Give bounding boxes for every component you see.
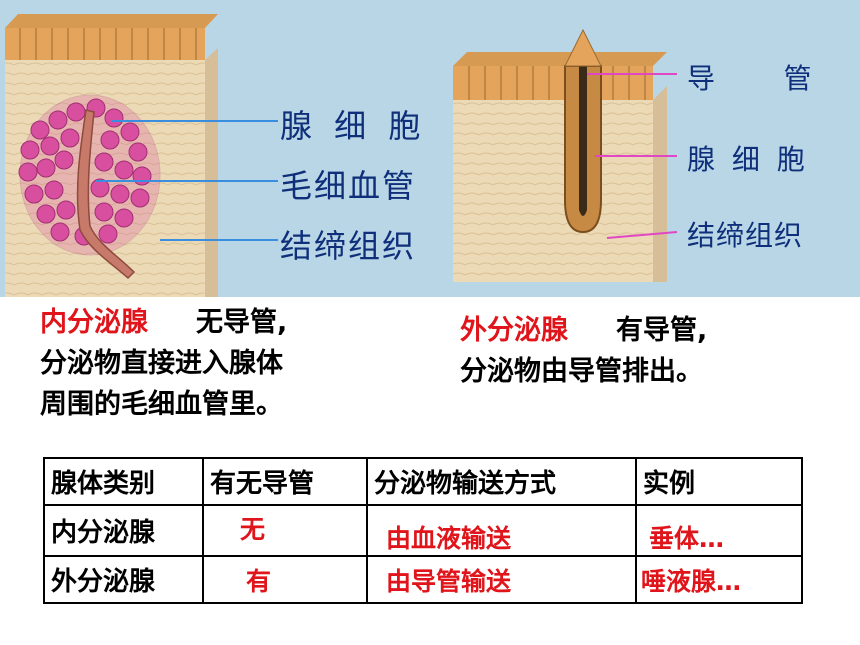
endocrine-gland-figure: 腺 细 胞 毛细血管 结缔组织 bbox=[0, 0, 437, 297]
exocrine-tissue-illustration bbox=[453, 28, 678, 282]
exocrine-line1: 有导管, bbox=[616, 315, 708, 346]
header-duct: 有无导管 bbox=[202, 457, 368, 506]
endocrine-line2: 分泌物直接进入腺体 bbox=[40, 348, 283, 379]
gland-comparison-table: 腺体类别 有无导管 分泌物输送方式 实例 内分泌腺 无 由血液输送 垂体… 外分… bbox=[43, 457, 803, 604]
exocrine-line2: 分泌物由导管排出。 bbox=[460, 356, 703, 387]
exocrine-gland-figure: 导 管 腺 细 胞 结缔组织 bbox=[437, 0, 860, 297]
label-gland-cell: 腺 细 胞 bbox=[280, 107, 427, 145]
header-example: 实例 bbox=[635, 457, 803, 506]
header-gland-type: 腺体类别 bbox=[43, 457, 204, 506]
exocrine-term: 外分泌腺 bbox=[460, 315, 568, 346]
endocrine-line3: 周围的毛细血管里。 bbox=[40, 389, 283, 420]
row-exocrine-transport: 由导管输送 bbox=[366, 555, 637, 604]
exocrine-description: 外分泌腺 有导管, 分泌物由导管排出。 bbox=[460, 310, 707, 392]
label-connective-tissue: 结缔组织 bbox=[280, 227, 417, 265]
row-endocrine-duct: 无 bbox=[202, 504, 368, 557]
row-exocrine-type: 外分泌腺 bbox=[43, 555, 204, 604]
endocrine-tissue-illustration bbox=[5, 14, 278, 297]
label-capillary: 毛细血管 bbox=[280, 167, 417, 205]
row-endocrine-transport: 由血液输送 bbox=[366, 504, 637, 557]
table-header-row: 腺体类别 有无导管 分泌物输送方式 实例 bbox=[43, 457, 803, 506]
row-exocrine-duct: 有 bbox=[202, 555, 368, 604]
endocrine-term: 内分泌腺 bbox=[40, 307, 148, 338]
table-row: 内分泌腺 无 由血液输送 垂体… bbox=[43, 504, 803, 557]
endocrine-line1: 无导管, bbox=[196, 307, 288, 338]
label-duct: 导 管 bbox=[687, 62, 816, 95]
label-gland-cell-right: 腺 细 胞 bbox=[687, 143, 809, 176]
label-connective-tissue-right: 结缔组织 bbox=[687, 219, 804, 252]
table-row: 外分泌腺 有 由导管输送 唾液腺… bbox=[43, 555, 803, 604]
header-transport: 分泌物输送方式 bbox=[366, 457, 637, 506]
endocrine-description: 内分泌腺 无导管, 分泌物直接进入腺体 周围的毛细血管里。 bbox=[40, 302, 287, 425]
row-exocrine-example: 唾液腺… bbox=[635, 555, 803, 604]
row-endocrine-type: 内分泌腺 bbox=[43, 504, 204, 557]
row-endocrine-example: 垂体… bbox=[635, 504, 803, 557]
